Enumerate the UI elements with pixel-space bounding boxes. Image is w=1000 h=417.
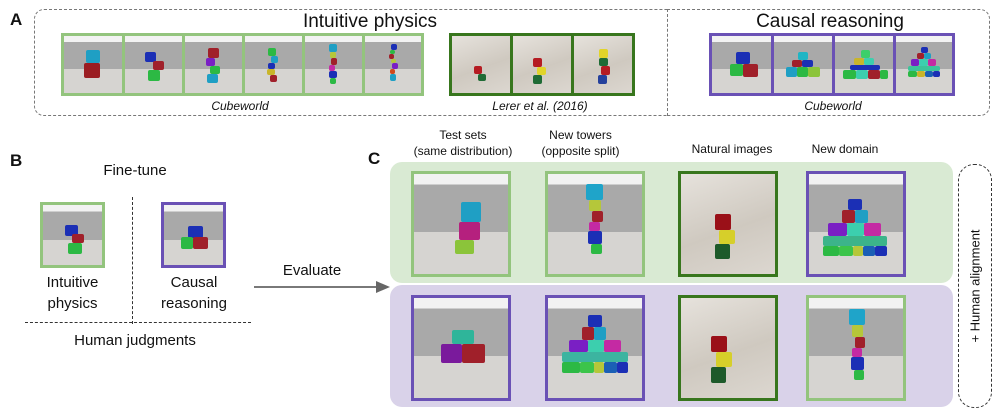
intuitive-physics-title: Intuitive physics <box>302 11 438 32</box>
label-line: reasoning <box>161 295 227 312</box>
tower-image <box>365 36 421 93</box>
natural-tower-image <box>452 36 510 93</box>
column-header-test-sets: Test sets (same distribution) <box>393 127 533 159</box>
causal-reasoning-label: Causal reasoning <box>148 272 240 314</box>
column-header-new-towers: New towers (opposite split) <box>518 127 643 159</box>
panel-c-letter: C <box>368 149 381 168</box>
vertical-divider <box>132 197 133 324</box>
tower-image <box>245 36 302 93</box>
header-line: New towers <box>549 128 612 142</box>
evaluate-arrow <box>254 281 390 293</box>
lerer-strip <box>449 33 635 96</box>
evaluate-label: Evaluate <box>282 262 342 279</box>
natural-tower-image <box>574 36 632 93</box>
new-domain-image <box>806 295 906 401</box>
panel-b-letter: B <box>10 151 23 170</box>
new-towers-image <box>545 171 645 277</box>
panel-a-letter: A <box>10 10 23 29</box>
human-judgments-label: Human judgments <box>74 332 196 349</box>
new-towers-image <box>545 295 645 401</box>
fine-tune-title: Fine-tune <box>103 162 167 179</box>
structure-image <box>712 36 771 93</box>
tower-image <box>185 36 242 93</box>
human-alignment-box <box>958 164 992 408</box>
tower-image <box>125 36 182 93</box>
header-line: (opposite split) <box>541 144 620 158</box>
label-line: Intuitive <box>46 274 99 291</box>
causal-reasoning-box <box>667 9 990 116</box>
header-line: Test sets <box>439 128 487 142</box>
test-set-image <box>411 171 511 277</box>
column-header-natural-images: Natural images <box>691 142 773 156</box>
tower-image <box>305 36 362 93</box>
intuitive-physics-thumb <box>40 202 105 268</box>
causal-reasoning-title: Causal reasoning <box>756 11 904 32</box>
natural-tower-image <box>513 36 571 93</box>
lerer-caption: Lerer et al. (2016) <box>492 99 588 113</box>
header-line: (same distribution) <box>413 144 513 158</box>
structure-image <box>774 36 832 93</box>
test-set-image <box>411 295 511 401</box>
intuitive-physics-label: Intuitive physics <box>20 272 125 314</box>
natural-image <box>678 295 778 401</box>
tower-image <box>64 36 122 93</box>
causal-reasoning-thumb <box>161 202 226 268</box>
column-header-new-domain: New domain <box>811 142 879 156</box>
new-domain-image <box>806 171 906 277</box>
cubeworld-causal-strip <box>709 33 955 96</box>
structure-image <box>835 36 893 93</box>
horizontal-divider <box>25 322 251 323</box>
intuitive-physics-box <box>34 9 667 116</box>
cubeworld-caption-intuitive: Cubeworld <box>211 99 269 113</box>
cubeworld-intuitive-strip <box>61 33 424 96</box>
label-line: Causal <box>170 274 218 291</box>
human-alignment-label: + Human alignment <box>967 229 983 343</box>
label-line: physics <box>47 295 98 312</box>
natural-image <box>678 171 778 277</box>
structure-image <box>896 36 952 93</box>
cubeworld-caption-causal: Cubeworld <box>804 99 862 113</box>
